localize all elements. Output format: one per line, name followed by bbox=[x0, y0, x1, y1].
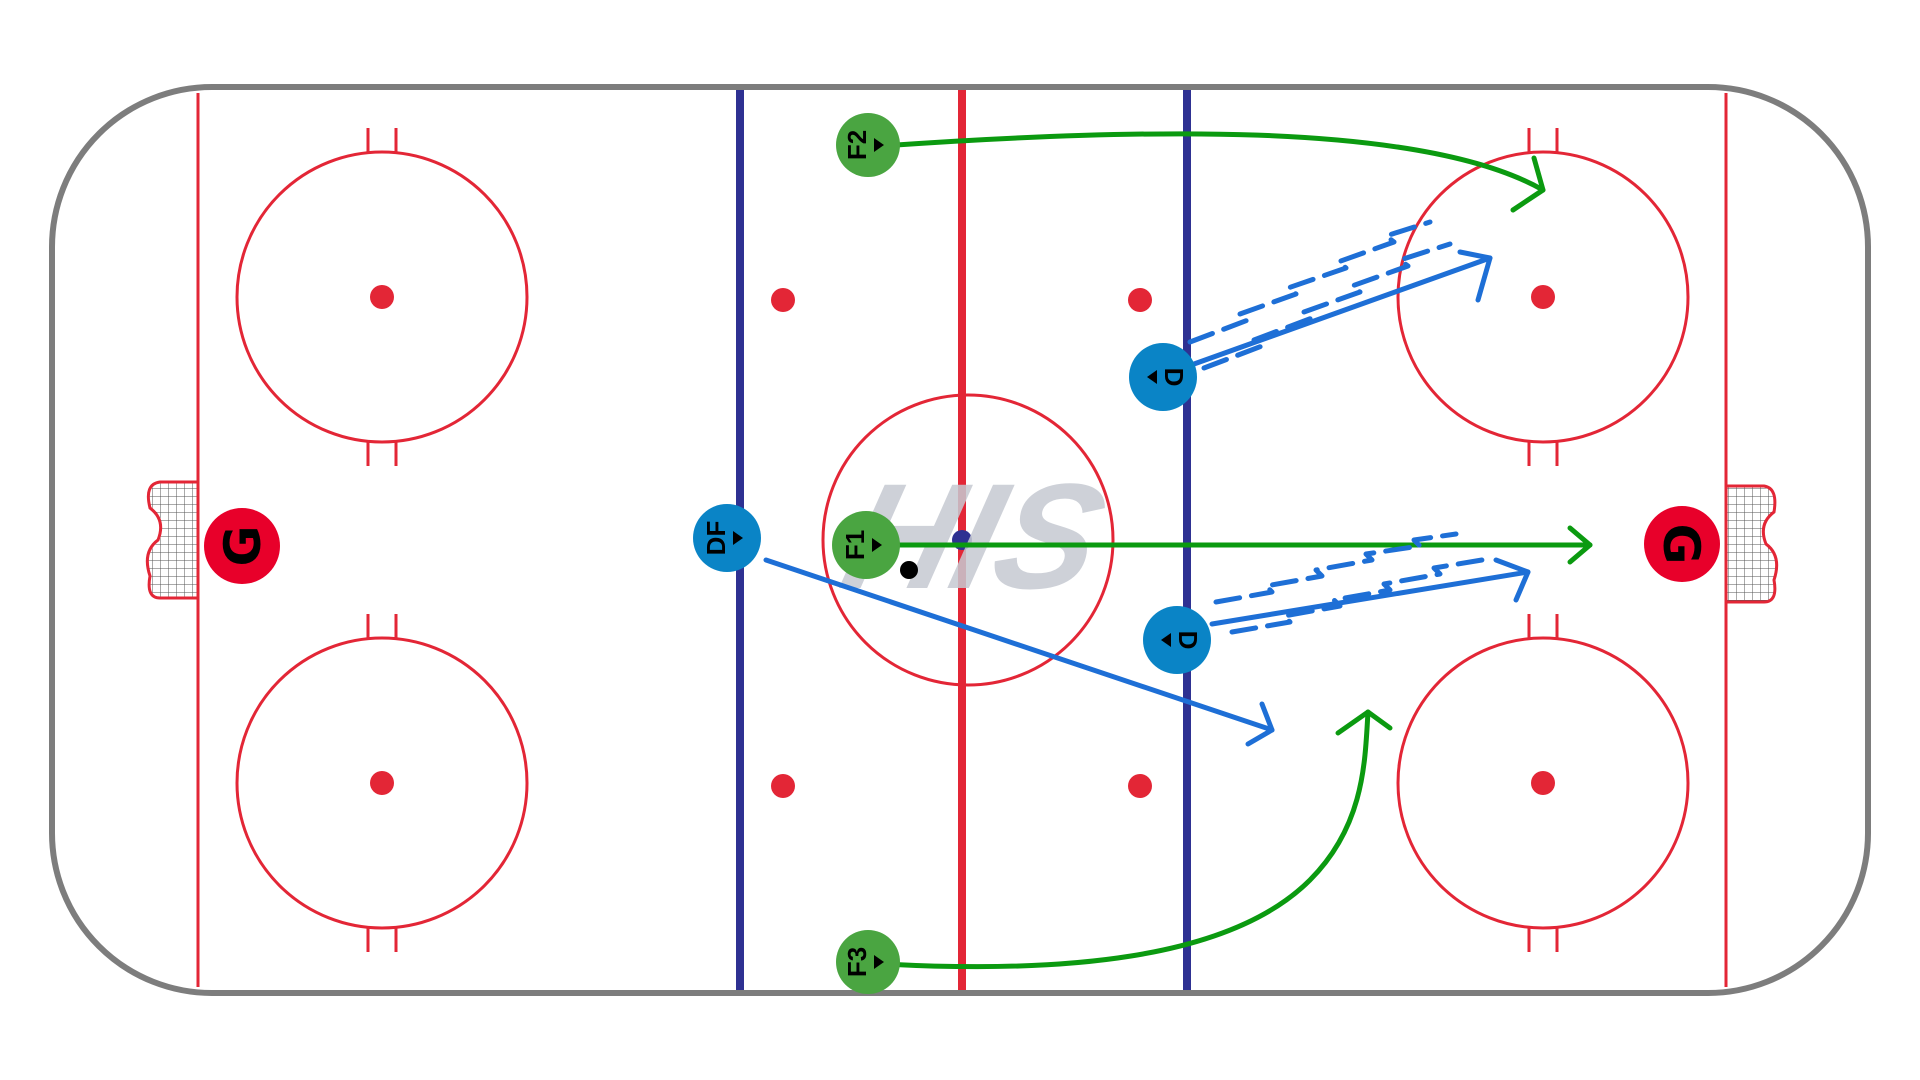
player-d-top-label: D bbox=[1159, 368, 1189, 387]
goalie-left-label: G bbox=[214, 525, 272, 566]
goalie-left: G bbox=[204, 508, 280, 584]
player-f2-label: F2 bbox=[842, 130, 872, 160]
player-f3-label: F3 bbox=[842, 947, 872, 977]
puck bbox=[900, 561, 918, 579]
faceoff-circle-bottom-left bbox=[235, 614, 529, 952]
path-f3 bbox=[865, 709, 1393, 970]
player-f2: F2 bbox=[836, 113, 900, 177]
path-f1 bbox=[867, 525, 1593, 565]
center-circle bbox=[821, 393, 1115, 687]
faceoff-dots bbox=[370, 285, 1555, 798]
faceoff-circle-top-left bbox=[235, 128, 529, 466]
player-f1: F1 bbox=[832, 511, 900, 579]
player-f3: F3 bbox=[836, 930, 900, 994]
player-f1-label: F1 bbox=[840, 530, 870, 560]
path-f2 bbox=[865, 131, 1546, 213]
net-left bbox=[145, 480, 200, 600]
faceoff-circle-bottom-right bbox=[1396, 614, 1690, 952]
path-df bbox=[763, 557, 1275, 747]
faceoff-circle-top-right bbox=[1396, 128, 1690, 466]
path-d-bottom bbox=[1209, 531, 1531, 635]
player-d-bottom-label: D bbox=[1173, 631, 1203, 650]
net-right bbox=[1724, 484, 1779, 604]
player-d-top: D bbox=[1129, 343, 1197, 411]
player-d-bottom: D bbox=[1143, 606, 1211, 674]
player-df-label: DF bbox=[701, 521, 731, 556]
player-df: DF bbox=[693, 504, 761, 572]
path-d-top bbox=[1187, 219, 1493, 371]
goalie-right-label: G bbox=[1652, 523, 1710, 564]
goalie-right: G bbox=[1644, 506, 1720, 582]
